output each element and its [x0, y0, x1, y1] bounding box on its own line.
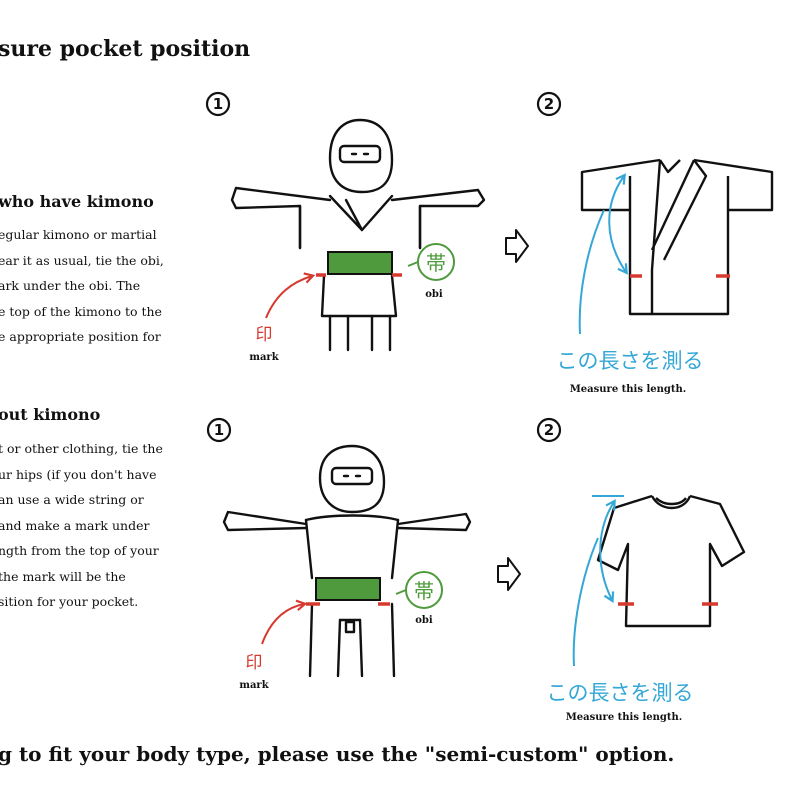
section1-line: egular kimono or martial	[0, 227, 157, 242]
measure-en-label: Measure this length.	[566, 712, 683, 723]
obi-label: obi	[425, 289, 443, 300]
svg-text:1: 1	[213, 95, 223, 113]
mark-label: mark	[239, 680, 269, 691]
mark-pointer-arrow	[265, 272, 316, 319]
tshirt-garment-drawing	[596, 494, 746, 628]
obi-belt	[315, 577, 381, 601]
kimono-person-figure	[230, 118, 486, 352]
section2-line: and make a mark under	[0, 517, 150, 533]
kimono-garment-drawing	[580, 158, 774, 316]
section1-line: e top of the kimono to the	[0, 303, 162, 319]
svg-text:帯: 帯	[414, 579, 434, 603]
obi-callout: 帯	[395, 571, 443, 609]
section2-line: the mark will be the	[0, 568, 126, 584]
mark-label: mark	[249, 352, 279, 363]
measure-arrow-icon	[608, 173, 628, 275]
measure-en-label: Measure this length.	[570, 384, 687, 395]
section2-text: t or other clothing, tie the ur hips (if…	[0, 436, 163, 615]
circled-one-icon: 1	[205, 91, 231, 117]
circled-one-icon: 1	[206, 417, 232, 443]
svg-text:2: 2	[544, 95, 554, 113]
obi-callout: 帯	[407, 243, 455, 281]
page-title: sure pocket position	[0, 36, 251, 62]
svg-text:帯: 帯	[426, 251, 446, 275]
measure-leader-line	[572, 537, 599, 667]
section1-line: e appropriate position for	[0, 329, 161, 344]
circled-two-icon: 2	[536, 91, 562, 117]
measure-jp-label: この長さを測る	[557, 349, 704, 373]
section1-line: ark under the obi. The	[0, 278, 141, 293]
measure-arrow-icon	[599, 499, 616, 604]
arrow-right-icon	[505, 229, 529, 263]
mark-kanji: 印	[246, 653, 263, 673]
section2-line: sition for your pocket.	[0, 594, 139, 609]
arrow-right-icon	[497, 557, 521, 591]
tshirt-person-figure	[222, 444, 472, 678]
section2-line: an use a wide string or	[0, 492, 144, 507]
svg-text:2: 2	[544, 421, 554, 439]
circled-two-icon: 2	[536, 417, 562, 443]
section2-heading: out kimono	[0, 405, 101, 424]
obi-belt	[327, 251, 393, 275]
measure-leader-line	[578, 209, 605, 335]
footer-note: g to fit your body type, please use the …	[0, 742, 675, 766]
section2-line: t or other clothing, tie the	[0, 441, 163, 456]
mark-kanji: 印	[256, 325, 273, 345]
mark-pointer-arrow	[261, 599, 308, 645]
obi-label: obi	[415, 615, 433, 626]
section1-heading: who have kimono	[0, 192, 154, 211]
section2-line: ur hips (if you don't have	[0, 466, 157, 482]
section1-line: ear it as usual, tie the obi,	[0, 252, 164, 268]
section2-line: ngth from the top of your	[0, 543, 159, 558]
section1-text: egular kimono or martial ear it as usual…	[0, 222, 164, 350]
measure-jp-label: この長さを測る	[547, 681, 694, 705]
svg-text:1: 1	[214, 421, 224, 439]
